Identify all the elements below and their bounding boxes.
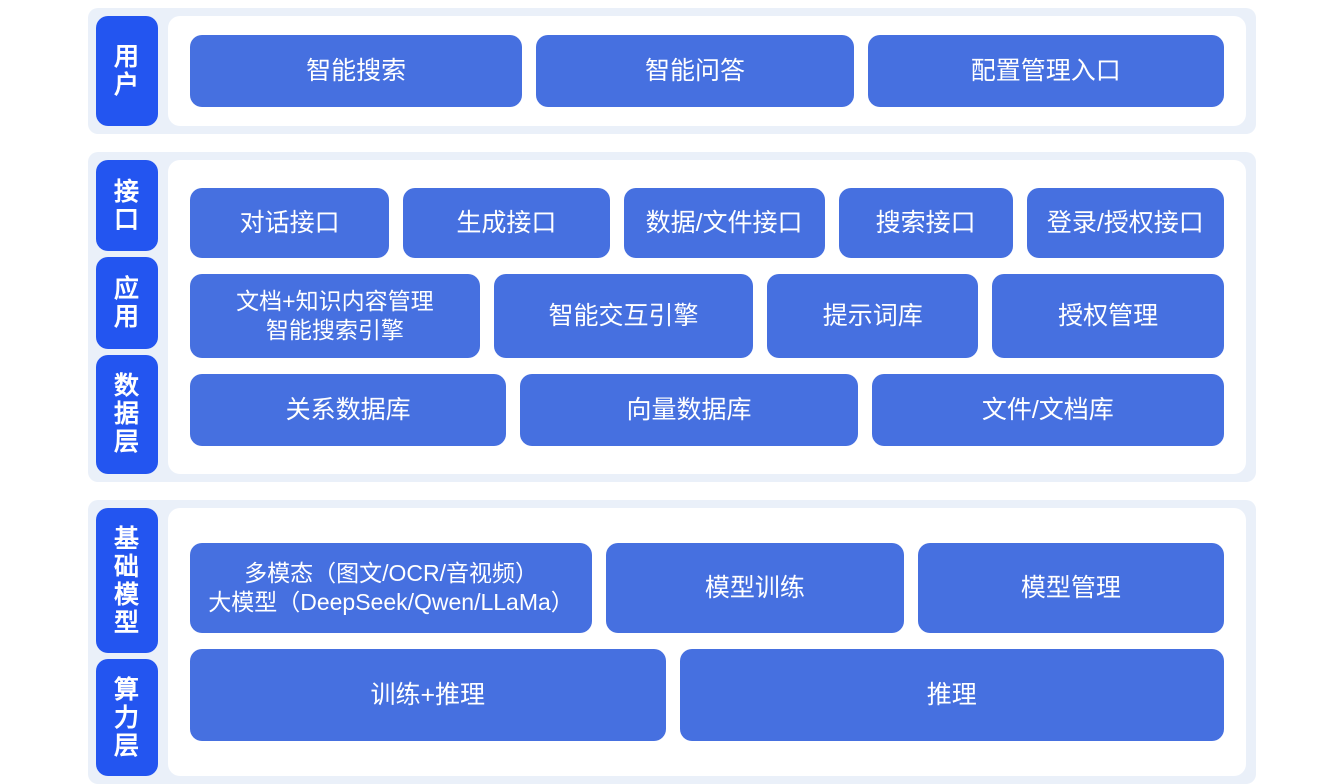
box-smart-interaction-engine[interactable]: 智能交互引擎 <box>493 274 754 358</box>
layer-user: 用户 智能搜索 智能问答 配置管理入口 <box>88 8 1256 134</box>
row-data-stores: 关系数据库 向量数据库 文件/文档库 <box>190 374 1224 446</box>
box-prompt-library[interactable]: 提示词库 <box>767 274 979 358</box>
box-doc-knowledge-content-management[interactable]: 文档+知识内容管理 智能搜索引擎 <box>190 274 480 358</box>
layer-user-tag-column: 用户 <box>96 16 158 126</box>
box-login-auth-interface[interactable]: 登录/授权接口 <box>1026 188 1224 258</box>
box-inference[interactable]: 推理 <box>679 649 1224 741</box>
box-dialog-interface[interactable]: 对话接口 <box>190 188 390 258</box>
row-user-entries: 智能搜索 智能问答 配置管理入口 <box>190 35 1225 107</box>
layer-tag-interface[interactable]: 接口 <box>96 160 158 252</box>
box-model-training[interactable]: 模型训练 <box>606 543 904 633</box>
box-relational-database[interactable]: 关系数据库 <box>190 374 507 446</box>
layer-application-tag-column: 接口 应用 数据层 <box>96 160 158 474</box>
box-search-interface[interactable]: 搜索接口 <box>838 188 1013 258</box>
box-file-document-store[interactable]: 文件/文档库 <box>871 374 1224 446</box>
row-applications: 文档+知识内容管理 智能搜索引擎 智能交互引擎 提示词库 授权管理 <box>190 274 1224 358</box>
box-authorization-management[interactable]: 授权管理 <box>992 274 1224 358</box>
row-interfaces: 对话接口 生成接口 数据/文件接口 搜索接口 登录/授权接口 <box>190 188 1224 258</box>
layer-tag-user[interactable]: 用户 <box>96 16 158 126</box>
box-smart-qa[interactable]: 智能问答 <box>536 35 854 107</box>
box-training-plus-inference[interactable]: 训练+推理 <box>190 649 666 741</box>
layer-application-panel: 对话接口 生成接口 数据/文件接口 搜索接口 登录/授权接口 文档+知识内容管理… <box>168 160 1246 474</box>
layer-infrastructure-tag-column: 基础模型 算力层 <box>96 508 158 776</box>
box-model-management[interactable]: 模型管理 <box>917 543 1224 633</box>
layer-tag-foundation-model[interactable]: 基础模型 <box>96 508 158 653</box>
layer-user-panel: 智能搜索 智能问答 配置管理入口 <box>168 16 1246 126</box>
layer-infrastructure-panel: 多模态（图文/OCR/音视频） 大模型（DeepSeek/Qwen/LLaMa）… <box>168 508 1246 776</box>
layer-application: 接口 应用 数据层 对话接口 生成接口 数据/文件接口 搜索接口 登录/授权接口… <box>88 152 1256 482</box>
layer-tag-data[interactable]: 数据层 <box>96 354 158 474</box>
box-vector-database[interactable]: 向量数据库 <box>520 374 858 446</box>
layer-tag-compute[interactable]: 算力层 <box>96 659 158 776</box>
layer-infrastructure: 基础模型 算力层 多模态（图文/OCR/音视频） 大模型（DeepSeek/Qw… <box>88 500 1256 784</box>
box-generation-interface[interactable]: 生成接口 <box>403 188 610 258</box>
box-smart-search[interactable]: 智能搜索 <box>190 35 523 107</box>
box-data-file-interface[interactable]: 数据/文件接口 <box>623 188 825 258</box>
box-config-management-entry[interactable]: 配置管理入口 <box>867 35 1225 107</box>
row-models: 多模态（图文/OCR/音视频） 大模型（DeepSeek/Qwen/LLaMa）… <box>190 543 1224 633</box>
layer-tag-application[interactable]: 应用 <box>96 257 158 349</box>
box-multimodal-large-model[interactable]: 多模态（图文/OCR/音视频） 大模型（DeepSeek/Qwen/LLaMa） <box>190 543 593 633</box>
row-compute: 训练+推理 推理 <box>190 649 1224 741</box>
